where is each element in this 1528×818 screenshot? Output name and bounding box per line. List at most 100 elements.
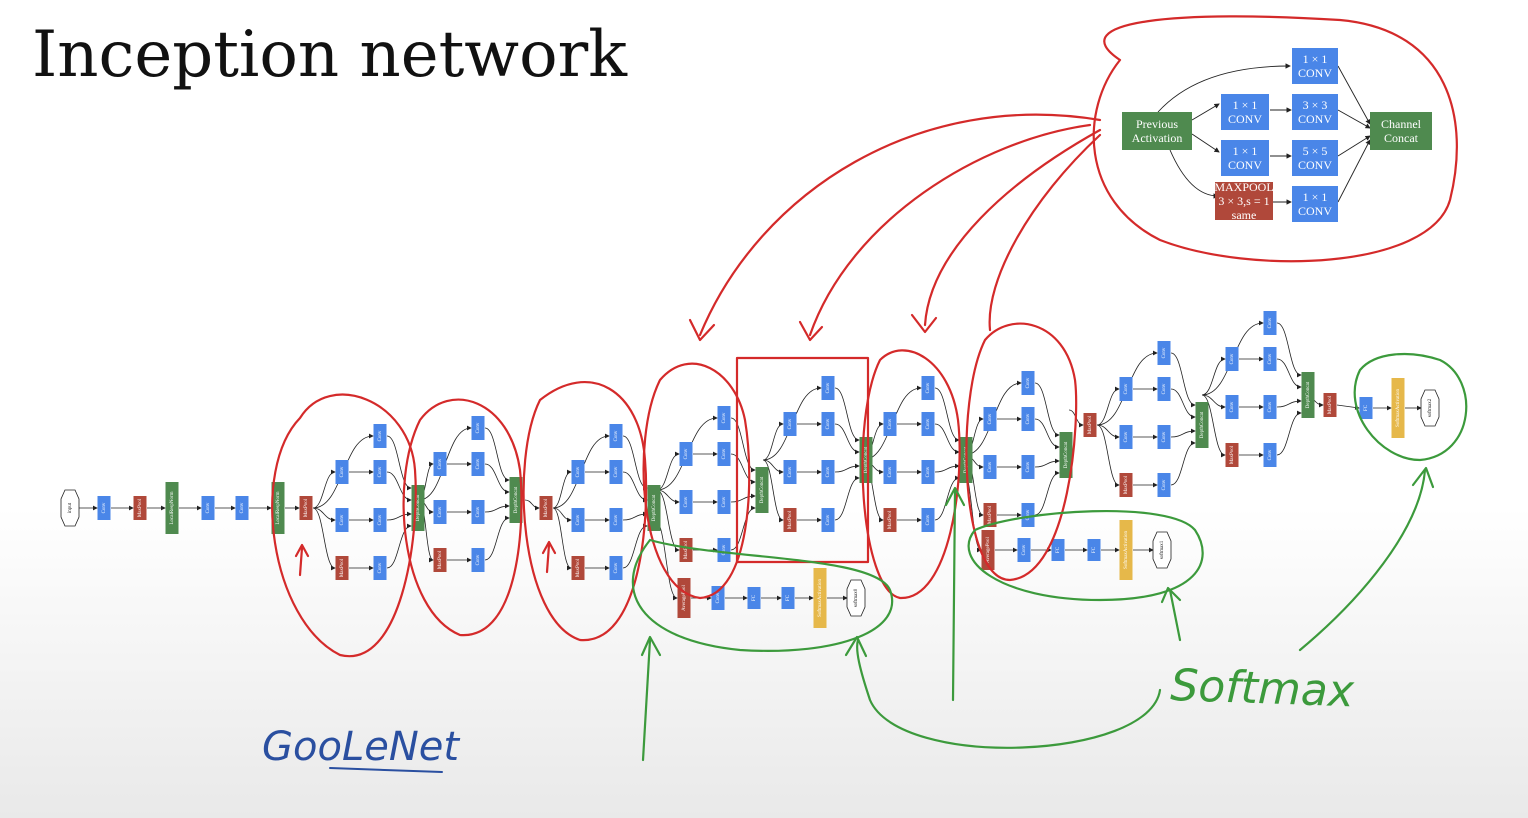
conv-block: Conv [1263, 395, 1277, 419]
svg-text:5 × 5: 5 × 5 [1303, 144, 1328, 158]
network-edge [552, 469, 572, 509]
depth-concat-block: DepthConcat [859, 437, 873, 483]
svg-text:Conv: Conv [378, 562, 383, 573]
svg-text:3 × 3,s = 1: 3 × 3,s = 1 [1218, 194, 1269, 208]
module-loop [271, 393, 417, 658]
conv-block: Conv [1157, 341, 1171, 365]
depth-concat-block: DepthConcat [1059, 432, 1073, 478]
network-edge [1034, 458, 1060, 468]
green-arrow [856, 638, 1162, 749]
conv-block: Conv [97, 496, 111, 520]
network-edge [622, 511, 648, 521]
svg-text:MaxPool: MaxPool [340, 558, 345, 577]
svg-text:DepthConcat: DepthConcat [864, 446, 869, 473]
network-edge [834, 387, 860, 443]
svg-text:Conv: Conv [926, 382, 931, 393]
svg-text:Conv: Conv [476, 506, 481, 517]
network-edge [762, 459, 784, 523]
svg-text:DepthConcat: DepthConcat [1200, 411, 1205, 438]
conv-block: Conv [1157, 377, 1171, 401]
network-edge [730, 453, 756, 485]
conv-block: Conv [821, 460, 835, 484]
lrn-block: LocalRespNorm [271, 482, 285, 534]
svg-text:FC: FC [1092, 546, 1097, 553]
svg-text:Conv: Conv [826, 382, 831, 393]
svg-text:Conv: Conv [340, 466, 345, 477]
input-node: input [60, 489, 80, 527]
conv-block: Conv [1021, 371, 1035, 395]
svg-text:MaxPool: MaxPool [788, 510, 793, 529]
svg-text:DepthConcat: DepthConcat [652, 494, 657, 521]
fc-block: FC [1359, 397, 1373, 419]
conv-block: Conv [373, 460, 387, 484]
svg-text:Conv: Conv [926, 466, 931, 477]
conv-block: Conv [983, 407, 997, 431]
conv-block: Conv [373, 508, 387, 532]
conv-block: Conv [1225, 347, 1239, 371]
svg-text:CONV: CONV [1298, 66, 1332, 80]
conv-block: Conv [717, 442, 731, 466]
network-edge [1276, 358, 1302, 390]
maxpool-block: MaxPool [433, 548, 447, 572]
svg-text:SoftmaxActivation: SoftmaxActivation [1396, 388, 1401, 427]
conv-block: Conv [921, 460, 935, 484]
green-arrow [641, 638, 652, 762]
svg-text:FC: FC [1056, 546, 1061, 553]
network-edge [934, 423, 960, 455]
svg-text:Conv: Conv [826, 514, 831, 525]
module-loop [642, 362, 751, 600]
network-edge [1170, 440, 1196, 486]
maxpool-block: MaxPool [983, 503, 997, 527]
network-edge [386, 435, 412, 491]
depth-concat-block: DepthConcat [1301, 372, 1315, 418]
svg-text:Conv: Conv [576, 514, 581, 525]
svg-text:CONV: CONV [1298, 158, 1332, 172]
svg-text:Conv: Conv [826, 466, 831, 477]
svg-text:Conv: Conv [378, 514, 383, 525]
module-edge [1157, 63, 1291, 113]
conv-block: Conv [1017, 538, 1031, 562]
svg-text:Conv: Conv [716, 592, 721, 603]
svg-text:Activation: Activation [1132, 131, 1183, 145]
small-arrow [545, 543, 551, 574]
conv-block: Conv [717, 490, 731, 514]
svg-text:FC: FC [752, 594, 757, 601]
svg-text:Channel: Channel [1381, 117, 1422, 131]
svg-text:MaxPool: MaxPool [1124, 475, 1129, 494]
arrowhead [944, 486, 966, 507]
svg-text:1 × 1: 1 × 1 [1303, 190, 1328, 204]
conv-block: Conv [471, 500, 485, 524]
conv-block: Conv [1225, 395, 1239, 419]
network-edge [730, 493, 756, 503]
arrowhead [541, 540, 557, 555]
svg-text:1 × 1: 1 × 1 [1233, 98, 1258, 112]
conv-block: Conv [717, 406, 731, 430]
network-edge [386, 471, 412, 503]
network-edge [552, 507, 572, 571]
maxpool-block: MaxPool [783, 508, 797, 532]
conv-block: Conv [1263, 311, 1277, 335]
conv-block: Conv [921, 508, 935, 532]
network-edge [762, 421, 784, 461]
svg-text:1 × 1: 1 × 1 [1233, 144, 1258, 158]
network-edge [524, 499, 540, 511]
svg-text:CONV: CONV [1228, 112, 1262, 126]
svg-text:Conv: Conv [926, 418, 931, 429]
svg-text:Conv: Conv [1162, 431, 1167, 442]
svg-text:MaxPool: MaxPool [684, 540, 689, 559]
svg-text:SoftmaxActivation: SoftmaxActivation [1124, 530, 1129, 569]
module-loop [965, 322, 1078, 582]
arrowhead [1160, 586, 1182, 604]
network-edge [386, 511, 412, 521]
svg-text:Conv: Conv [722, 496, 727, 507]
module-edge [1337, 135, 1371, 157]
conv-block: Conv [471, 416, 485, 440]
svg-text:CONV: CONV [1228, 158, 1262, 172]
svg-text:DepthConcat: DepthConcat [416, 494, 421, 521]
conv-block: Conv [821, 376, 835, 400]
svg-text:1 × 1: 1 × 1 [1303, 52, 1328, 66]
arrowhead [640, 635, 662, 657]
arrow-line [923, 128, 1102, 327]
